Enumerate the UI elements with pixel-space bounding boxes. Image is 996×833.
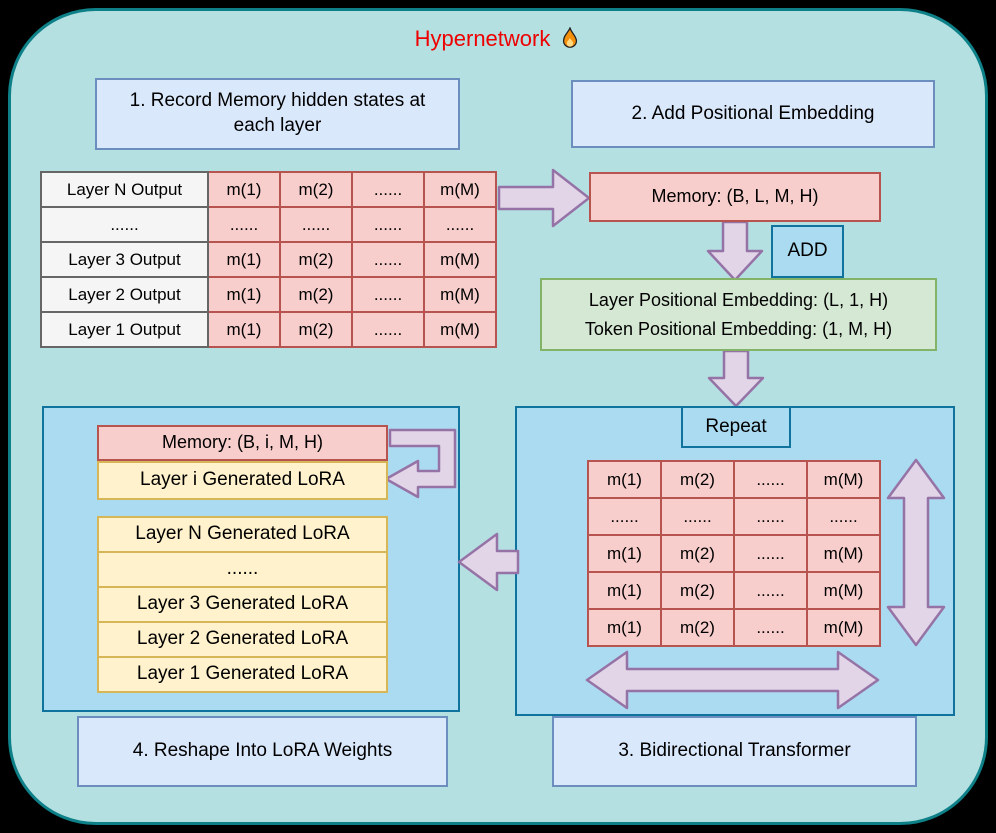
- row-header-cell: Layer N Output: [40, 171, 209, 208]
- step4-label: 4. Reshape Into LoRA Weights: [77, 716, 448, 787]
- memory-cell: ......: [733, 534, 808, 573]
- table-row: m(1) m(2) ...... m(M): [587, 460, 881, 499]
- memory-cell: m(1): [207, 241, 281, 278]
- row-header-cell: Layer 2 Output: [40, 276, 209, 313]
- generated-lora-box: Layer 2 Generated LoRA: [97, 621, 388, 658]
- add-box: ADD: [771, 225, 844, 278]
- table-row: Layer 1 Output m(1) m(2) ...... m(M): [40, 311, 497, 348]
- repeat-box: Repeat: [681, 406, 791, 448]
- row-header-cell: Layer 1 Output: [40, 311, 209, 348]
- memory-cell: m(M): [423, 171, 497, 208]
- memory-cell: m(1): [587, 460, 662, 499]
- memory-cell: ......: [351, 311, 425, 348]
- memory-cell: ......: [733, 571, 808, 610]
- table-row: ...... ...... ...... ......: [587, 497, 881, 536]
- memory-cell: m(2): [660, 460, 735, 499]
- table-row: Layer 3 Output m(1) m(2) ...... m(M): [40, 241, 497, 278]
- memory-cell: m(2): [660, 608, 735, 647]
- memory-cell: ......: [733, 497, 808, 536]
- step3-label: 3. Bidirectional Transformer: [552, 716, 917, 787]
- memory-cell: ......: [351, 171, 425, 208]
- memory-cell: m(1): [587, 608, 662, 647]
- memory-cell: m(M): [806, 460, 881, 499]
- memory-cell: m(2): [279, 311, 353, 348]
- generated-lora-stack: Layer N Generated LoRA ...... Layer 3 Ge…: [97, 516, 388, 693]
- row-header-cell: Layer 3 Output: [40, 241, 209, 278]
- memory-cell: ......: [733, 608, 808, 647]
- row-header-cell: ......: [40, 206, 209, 243]
- memory-cell: ......: [660, 497, 735, 536]
- memory-cell: ......: [806, 497, 881, 536]
- table-row: Layer 2 Output m(1) m(2) ...... m(M): [40, 276, 497, 313]
- memory-cell: m(M): [423, 241, 497, 278]
- memory-cell: m(M): [423, 311, 497, 348]
- generated-lora-box: Layer 3 Generated LoRA: [97, 586, 388, 623]
- memory-cell: m(M): [806, 571, 881, 610]
- transformer-memory-table: m(1) m(2) ...... m(M) ...... ...... ....…: [587, 460, 881, 647]
- memory-cell: ......: [351, 276, 425, 313]
- memory-hidden-states-table: Layer N Output m(1) m(2) ...... m(M) ...…: [40, 171, 497, 348]
- generated-lora-box: ......: [97, 551, 388, 588]
- table-row: m(1) m(2) ...... m(M): [587, 534, 881, 573]
- memory-cell: ......: [423, 206, 497, 243]
- memory-cell: m(1): [207, 276, 281, 313]
- memory-cell: ......: [351, 241, 425, 278]
- table-row: ...... ...... ...... ...... ......: [40, 206, 497, 243]
- step2-label: 2. Add Positional Embedding: [571, 80, 935, 148]
- memory-i-tensor-box: Memory: (B, i, M, H): [97, 425, 388, 461]
- memory-cell: ......: [207, 206, 281, 243]
- memory-cell: m(2): [660, 534, 735, 573]
- generated-lora-box: Layer 1 Generated LoRA: [97, 656, 388, 693]
- memory-cell: m(2): [660, 571, 735, 610]
- layer-positional-embedding-text: Layer Positional Embedding: (L, 1, H): [588, 289, 889, 310]
- memory-cell: m(M): [806, 608, 881, 647]
- diagram-title: Hypernetwork: [0, 26, 996, 52]
- memory-cell: m(M): [423, 276, 497, 313]
- memory-tensor-box: Memory: (B, L, M, H): [589, 172, 881, 222]
- table-row: Layer N Output m(1) m(2) ...... m(M): [40, 171, 497, 208]
- fire-icon: [559, 27, 581, 51]
- memory-cell: m(1): [207, 311, 281, 348]
- memory-cell: m(2): [279, 171, 353, 208]
- memory-cell: m(M): [806, 534, 881, 573]
- memory-cell: m(2): [279, 276, 353, 313]
- title-text: Hypernetwork: [414, 26, 551, 51]
- memory-cell: ......: [279, 206, 353, 243]
- memory-cell: ......: [587, 497, 662, 536]
- memory-cell: ......: [351, 206, 425, 243]
- layer-i-generated-lora-box: Layer i Generated LoRA: [97, 461, 388, 500]
- step1-label: 1. Record Memory hidden states at each l…: [95, 78, 460, 150]
- memory-cell: m(1): [587, 534, 662, 573]
- memory-cell: ......: [733, 460, 808, 499]
- generated-lora-box: Layer N Generated LoRA: [97, 516, 388, 553]
- positional-embedding-box: Layer Positional Embedding: (L, 1, H) To…: [540, 278, 937, 351]
- memory-cell: m(1): [587, 571, 662, 610]
- memory-cell: m(2): [279, 241, 353, 278]
- memory-cell: m(1): [207, 171, 281, 208]
- table-row: m(1) m(2) ...... m(M): [587, 608, 881, 647]
- table-row: m(1) m(2) ...... m(M): [587, 571, 881, 610]
- token-positional-embedding-text: Token Positional Embedding: (1, M, H): [584, 318, 893, 339]
